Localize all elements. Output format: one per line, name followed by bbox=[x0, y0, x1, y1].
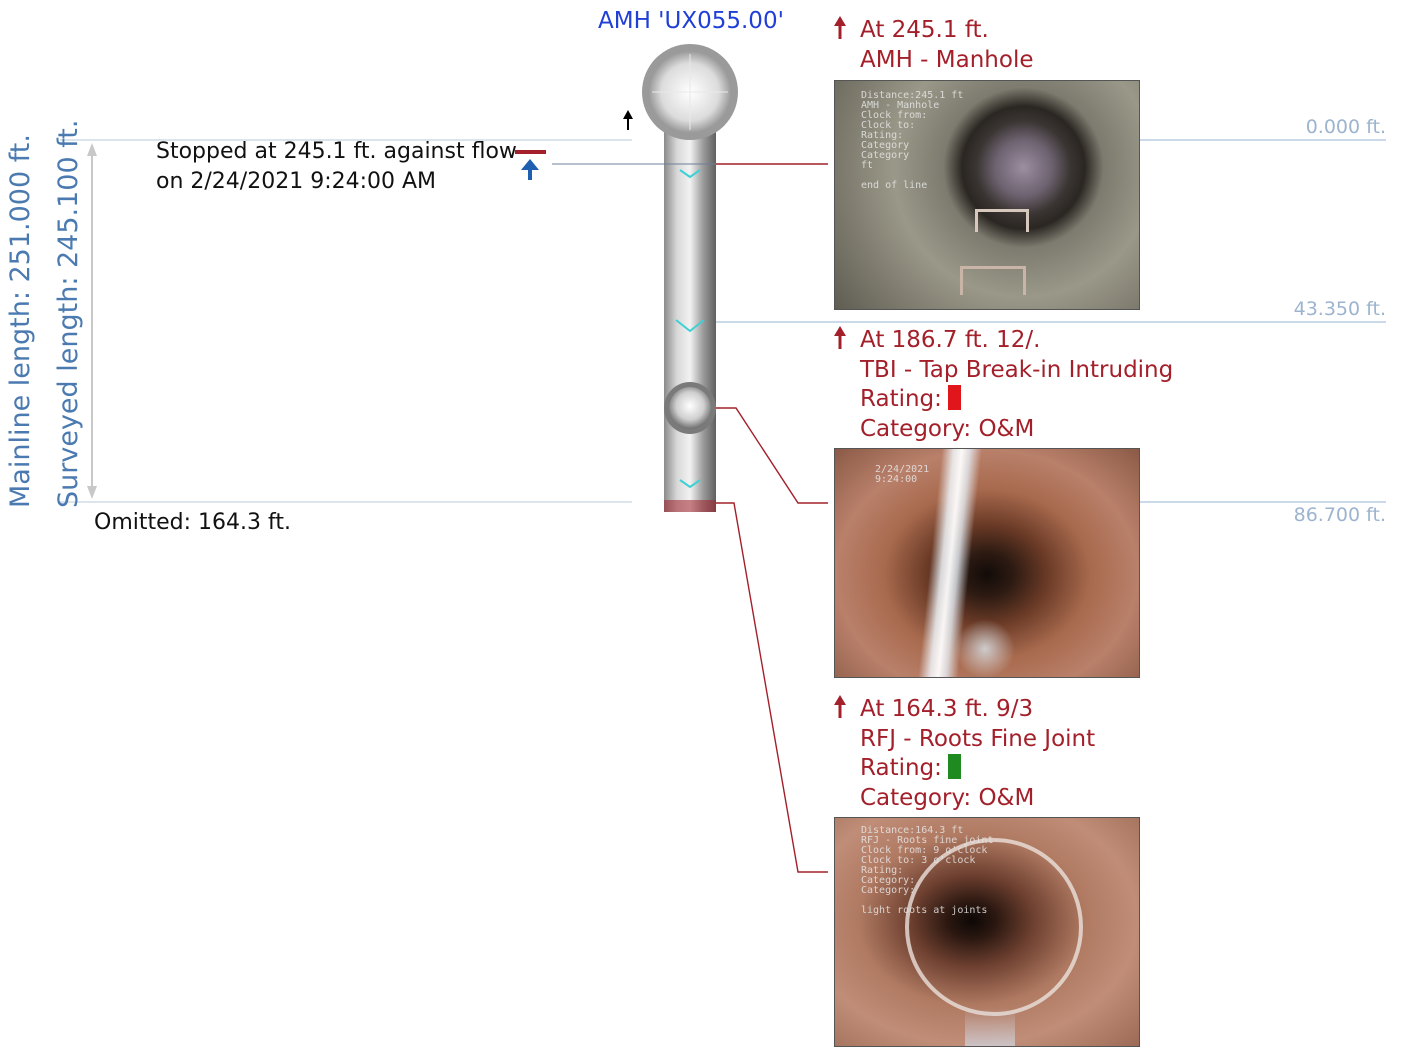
manhole-label: AMH 'UX055.00' bbox=[598, 8, 784, 34]
stop-direction-arrow bbox=[521, 159, 539, 170]
observation-up-arrow-icon bbox=[833, 326, 847, 350]
observation-up-arrow-icon bbox=[833, 16, 847, 40]
observation-thumbnail-tbi[interactable]: 2/24/2021 9:24:00 bbox=[834, 448, 1140, 678]
observation-category: Category: O&M bbox=[860, 415, 1173, 445]
observation-up-arrow-icon bbox=[833, 695, 847, 719]
manhole-step bbox=[960, 266, 1026, 295]
stop-note: Stopped at 245.1 ft. against flow on 2/2… bbox=[156, 137, 517, 197]
pipe-body bbox=[664, 130, 716, 512]
observation-category: Category: O&M bbox=[860, 784, 1095, 814]
leader-line-rfj bbox=[716, 503, 828, 872]
rating-label: Rating: bbox=[860, 386, 942, 412]
manhole-step bbox=[975, 209, 1029, 232]
observation-position: At 245.1 ft. bbox=[860, 16, 1034, 46]
stop-note-line1: Stopped at 245.1 ft. against flow bbox=[156, 137, 517, 167]
observation-thumbnail-amh[interactable]: Distance:245.1 ft AMH - Manhole Clock fr… bbox=[834, 80, 1140, 310]
observation-code: TBI - Tap Break-in Intruding bbox=[860, 356, 1173, 386]
scale-tick-2: 86.700 ft. bbox=[1294, 504, 1386, 526]
rating-label: Rating: bbox=[860, 755, 942, 781]
observation-rating: Rating: bbox=[860, 385, 1173, 415]
observation-position: At 164.3 ft. 9/3 bbox=[860, 695, 1095, 725]
rating-swatch-green bbox=[948, 754, 961, 779]
observation-rating: Rating: bbox=[860, 754, 1095, 784]
leader-line-tbi bbox=[716, 408, 828, 503]
observation-code: RFJ - Roots Fine Joint bbox=[860, 725, 1095, 755]
scale-tick-0: 0.000 ft. bbox=[1306, 116, 1386, 138]
rating-swatch-red bbox=[948, 385, 961, 410]
observation-code: AMH - Manhole bbox=[860, 46, 1034, 76]
mainline-length-label: Mainline length: 251.000 ft. bbox=[6, 134, 36, 508]
omitted-label: Omitted: 164.3 ft. bbox=[94, 510, 291, 535]
observation-amh[interactable]: At 245.1 ft. AMH - Manhole bbox=[860, 16, 1034, 75]
video-overlay-text: Distance:245.1 ft AMH - Manhole Clock fr… bbox=[861, 91, 963, 191]
scale-tick-1: 43.350 ft. bbox=[1294, 298, 1386, 320]
video-overlay-text: 2/24/2021 9:24:00 bbox=[875, 465, 929, 485]
observation-thumbnail-rfj[interactable]: Distance:164.3 ft RFJ - Roots fine joint… bbox=[834, 817, 1140, 1047]
observation-position: At 186.7 ft. 12/. bbox=[860, 326, 1173, 356]
stop-note-line2: on 2/24/2021 9:24:00 AM bbox=[156, 167, 517, 197]
video-overlay-text: Distance:164.3 ft RFJ - Roots fine joint… bbox=[861, 826, 993, 916]
observation-tbi[interactable]: At 186.7 ft. 12/. TBI - Tap Break-in Int… bbox=[860, 326, 1173, 444]
surveyed-length-label: Surveyed length: 245.100 ft. bbox=[54, 120, 84, 508]
observation-rfj[interactable]: At 164.3 ft. 9/3 RFJ - Roots Fine Joint … bbox=[860, 695, 1095, 813]
